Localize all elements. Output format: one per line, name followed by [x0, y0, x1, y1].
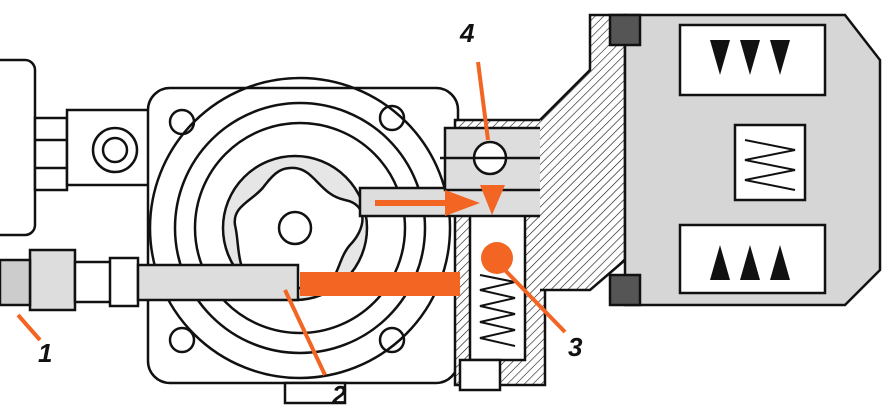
valve-ball: [481, 242, 513, 274]
label-1: 1: [38, 338, 53, 368]
label-4: 4: [460, 18, 475, 48]
hex-nut: [33, 116, 69, 192]
valve-spring: [479, 274, 516, 347]
label-2: 2: [332, 380, 347, 410]
flow-arrows: [16, 61, 567, 376]
pump-ring-outer: [148, 76, 452, 380]
label-3: 3: [568, 332, 583, 362]
inlet-fitting: [28, 248, 77, 312]
left-block: [0, 58, 37, 237]
